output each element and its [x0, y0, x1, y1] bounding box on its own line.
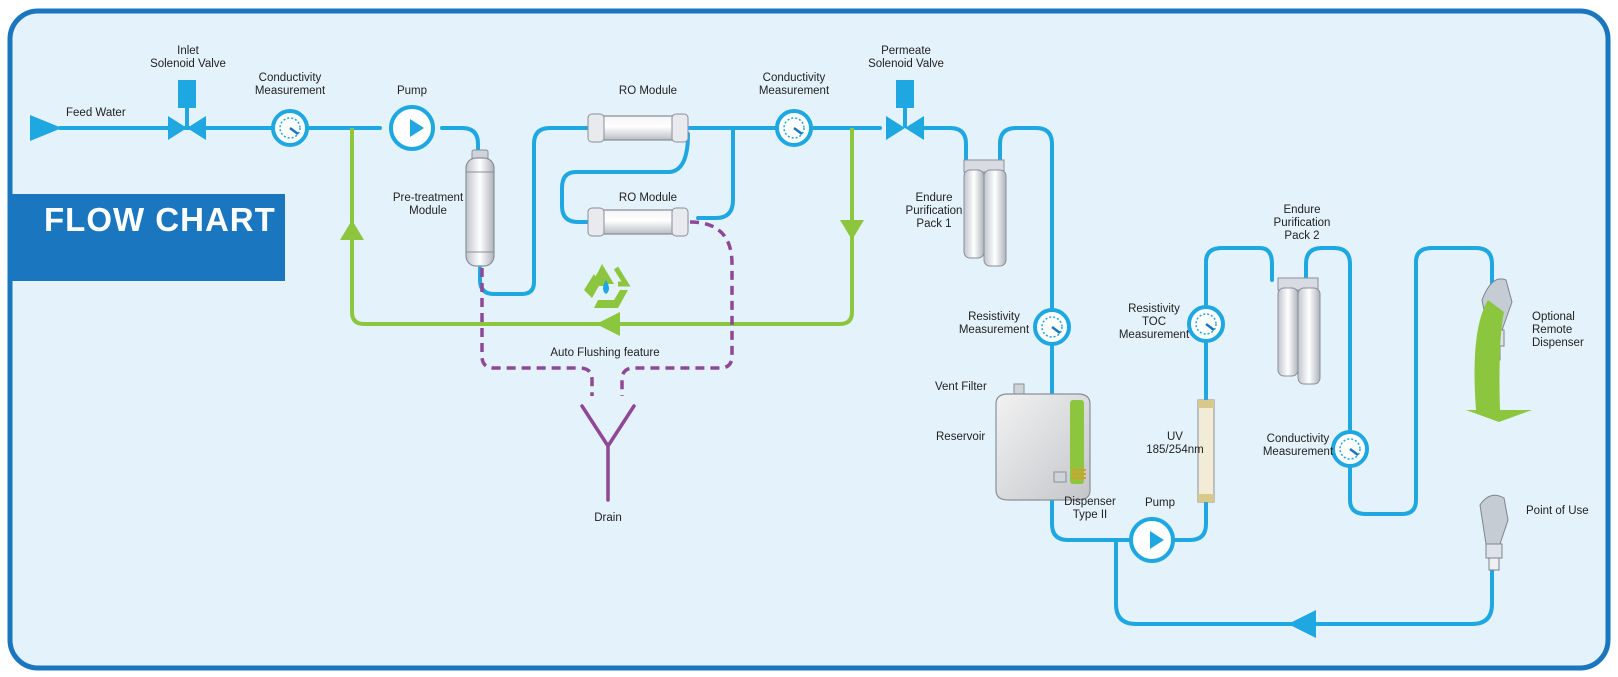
label-endure-pack-2: Endure Purification Pack 2 [1273, 204, 1331, 242]
remote-dispenser-icon [1466, 278, 1532, 422]
label-point-of-use: Point of Use [1526, 505, 1589, 517]
label-vent-filter: Vent Filter [935, 381, 987, 393]
green-down-arrow [840, 220, 864, 240]
label-drain: Drain [594, 512, 622, 524]
label-resistivity-1: Resistivity Measurement [958, 311, 1030, 336]
uv-lamp-icon [1197, 399, 1215, 503]
reservoir-tank-icon [995, 383, 1091, 501]
label-feed-water: Feed Water [66, 107, 126, 119]
label-reservoir: Reservoir [936, 431, 986, 443]
resistivity-gauge-icon [1033, 308, 1071, 346]
label-pretreatment-module: Pre-treatment Module [392, 192, 464, 217]
pump-1-icon [389, 105, 435, 151]
inlet-solenoid-valve-icon [168, 80, 206, 140]
label-ro-module-1: RO Module [618, 85, 678, 97]
green-up-arrow [340, 220, 364, 240]
ro-module-1-icon [587, 113, 689, 143]
conductivity-gauge-3-icon [1331, 430, 1369, 468]
drain-pipe [580, 404, 636, 502]
pump-2-icon [1129, 517, 1175, 563]
ro-module-2-icon [587, 207, 689, 237]
label-auto-flushing: Auto Flushing feature [550, 347, 660, 359]
label-conductivity-3: Conductivity Measurement [1262, 433, 1334, 458]
label-resistivity-toc: Resistivity TOC Measurement [1118, 303, 1190, 341]
pretreatment-module-icon [465, 149, 495, 267]
label-conductivity-2: Conductivity Measurement [758, 72, 830, 97]
point-of-use-icon [1479, 494, 1509, 571]
recycle-icon [584, 264, 631, 308]
label-inlet-solenoid-valve: Inlet Solenoid Valve [150, 45, 226, 70]
label-endure-pack-1: Endure Purification Pack 1 [905, 192, 963, 230]
label-permeate-solenoid-valve: Permeate Solenoid Valve [868, 45, 944, 70]
endure-pack-1-icon [963, 159, 1007, 267]
label-optional-remote-dispenser: Optional Remote Dispenser [1532, 311, 1584, 349]
label-ro-module-2: RO Module [618, 192, 678, 204]
return-flow-arrow [1288, 610, 1316, 638]
feed-water-arrow [30, 115, 62, 141]
label-pump-2: Pump [1144, 497, 1176, 509]
label-dispenser-type-ii: Dispenser Type II [1064, 496, 1116, 521]
resistivity-toc-gauge-icon [1187, 305, 1225, 343]
label-uv: UV 185/254nm [1146, 431, 1204, 456]
title-box [12, 194, 285, 281]
conductivity-gauge-1-icon [271, 109, 309, 147]
conductivity-gauge-2-icon [775, 109, 813, 147]
flow-chart-title: FLOW CHART [44, 201, 276, 238]
label-pump-1: Pump [396, 85, 428, 97]
background-panel [7, 8, 1611, 671]
permeate-solenoid-valve-icon [886, 80, 924, 140]
green-left-arrow [596, 312, 620, 336]
label-conductivity-1: Conductivity Measurement [254, 72, 326, 97]
flush-lines [480, 220, 734, 396]
endure-pack-2-icon [1277, 277, 1321, 385]
